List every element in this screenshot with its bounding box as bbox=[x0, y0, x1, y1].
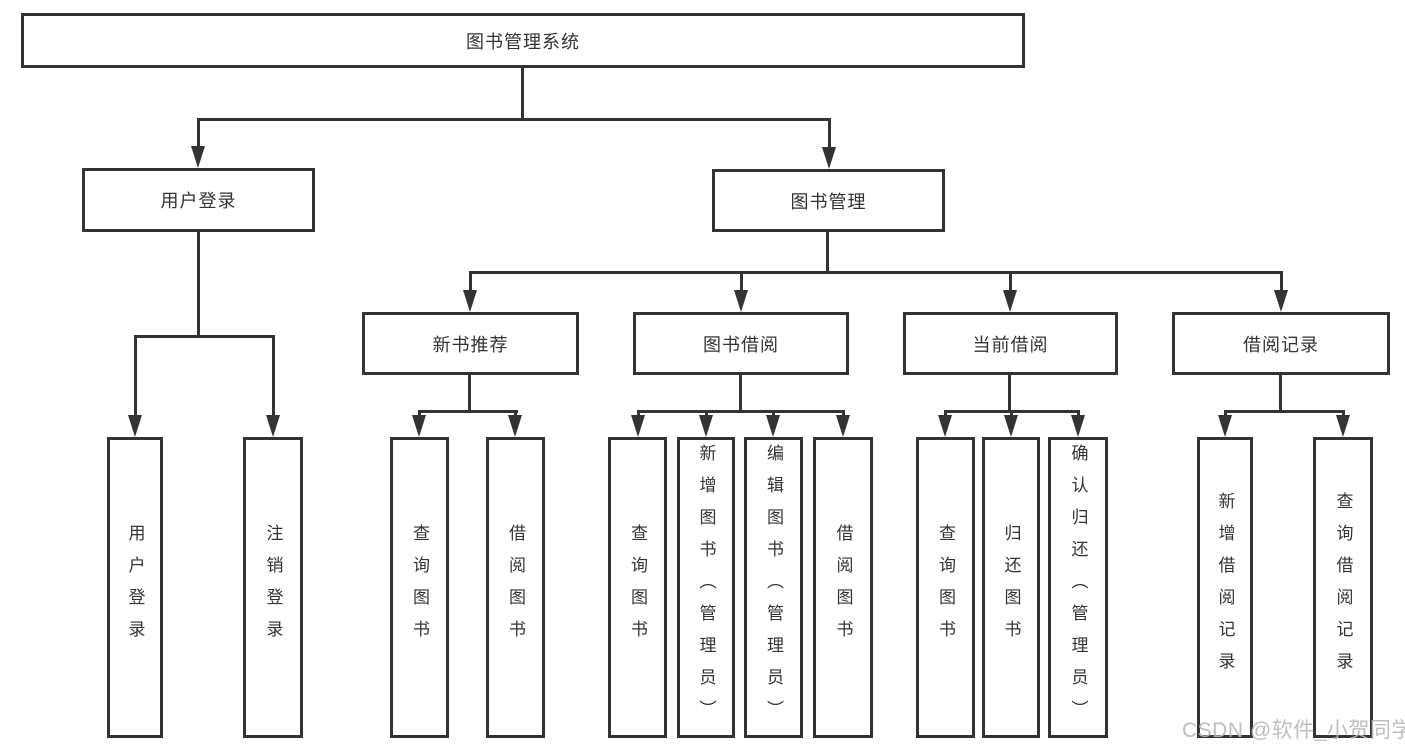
arrow-to-book-borrow bbox=[734, 271, 748, 312]
node-library-management-system: 图书管理系统 bbox=[21, 13, 1025, 68]
arrow-to-leaf-logout bbox=[266, 335, 280, 437]
connector-book-management-drop bbox=[826, 232, 829, 274]
arrow-to-borrow-books-2 bbox=[836, 410, 850, 437]
leaf-user-login-label: 用户登录 bbox=[125, 523, 145, 652]
leaf-query-books-2-label: 查询图书 bbox=[628, 523, 647, 652]
leaf-user-login: 用户登录 bbox=[107, 437, 163, 738]
leaf-add-books-admin-label: 新增图书（管理员） bbox=[696, 443, 716, 732]
leaf-confirm-return-admin: 确认归还（管理员） bbox=[1048, 437, 1108, 738]
leaf-return-books: 归还图书 bbox=[982, 437, 1040, 738]
leaf-edit-books-admin: 编辑图书（管理员） bbox=[744, 437, 803, 738]
leaf-return-books-label: 归还图书 bbox=[1001, 523, 1021, 652]
leaf-query-books-3: 查询图书 bbox=[916, 437, 975, 738]
node-current-borrow: 当前借阅 bbox=[903, 312, 1118, 375]
leaf-add-borrow-record-label: 新增借阅记录 bbox=[1215, 491, 1235, 684]
node-borrow-records: 借阅记录 bbox=[1172, 312, 1390, 375]
arrow-to-add-books bbox=[699, 410, 713, 437]
arrow-to-borrow-records bbox=[1274, 271, 1288, 312]
connector-book-management-branch bbox=[469, 271, 1283, 274]
arrow-to-leaf-user-login bbox=[128, 335, 142, 437]
arrow-to-book-management bbox=[822, 118, 836, 169]
arrow-to-confirm-return bbox=[1071, 410, 1085, 437]
leaf-query-books-3-label: 查询图书 bbox=[936, 523, 955, 652]
leaf-query-borrow-record: 查询借阅记录 bbox=[1313, 437, 1373, 738]
leaf-borrow-books-2: 借阅图书 bbox=[813, 437, 873, 738]
arrow-to-borrow-books-1 bbox=[508, 410, 522, 437]
arrow-to-edit-books bbox=[766, 410, 780, 437]
leaf-borrow-books-1-label: 借阅图书 bbox=[506, 523, 525, 652]
node-book-borrow: 图书借阅 bbox=[633, 312, 849, 375]
leaf-query-books-2: 查询图书 bbox=[608, 437, 667, 738]
arrow-to-user-login bbox=[191, 118, 205, 168]
node-user-login: 用户登录 bbox=[82, 168, 315, 232]
arrow-to-query-books-3 bbox=[938, 410, 952, 437]
node-new-book-recommend: 新书推荐 bbox=[362, 312, 579, 375]
leaf-query-books-1: 查询图书 bbox=[390, 437, 449, 738]
arrow-to-query-books-1 bbox=[412, 410, 426, 437]
arrow-to-return-books bbox=[1004, 410, 1018, 437]
arrow-to-query-books-2 bbox=[631, 410, 645, 437]
leaf-borrow-books-1: 借阅图书 bbox=[486, 437, 545, 738]
arrow-to-query-borrow-record bbox=[1336, 410, 1350, 437]
arrow-to-add-borrow-record bbox=[1218, 410, 1232, 437]
leaf-confirm-return-admin-label: 确认归还（管理员） bbox=[1068, 443, 1088, 732]
leaf-borrow-books-2-label: 借阅图书 bbox=[833, 523, 853, 652]
connector-book-borrow-branch bbox=[637, 410, 845, 413]
leaf-logout: 注销登录 bbox=[243, 437, 303, 738]
connector-new-book-branch bbox=[418, 410, 518, 413]
leaf-edit-books-admin-label: 编辑图书（管理员） bbox=[764, 443, 783, 732]
connector-root-branch bbox=[197, 118, 831, 121]
connector-user-login-branch bbox=[134, 335, 275, 338]
leaf-add-books-admin: 新增图书（管理员） bbox=[677, 437, 735, 738]
node-book-management: 图书管理 bbox=[712, 169, 945, 232]
leaf-query-books-1-label: 查询图书 bbox=[410, 523, 429, 652]
connector-root-drop bbox=[521, 68, 524, 121]
csdn-watermark: CSDN @软件_小贺同学 bbox=[1182, 719, 1405, 742]
leaf-add-borrow-record: 新增借阅记录 bbox=[1197, 437, 1253, 738]
leaf-logout-label: 注销登录 bbox=[263, 523, 283, 652]
connector-borrow-records-branch bbox=[1224, 410, 1345, 413]
arrow-to-new-book-recommend bbox=[463, 271, 477, 312]
leaf-query-borrow-record-label: 查询借阅记录 bbox=[1333, 491, 1353, 684]
connector-current-borrow-drop bbox=[1008, 375, 1011, 413]
connector-user-login-drop bbox=[197, 232, 200, 338]
arrow-to-current-borrow bbox=[1003, 271, 1017, 312]
connector-new-book-drop bbox=[468, 375, 471, 413]
connector-borrow-records-drop bbox=[1279, 375, 1282, 413]
connector-book-borrow-drop bbox=[739, 375, 742, 413]
